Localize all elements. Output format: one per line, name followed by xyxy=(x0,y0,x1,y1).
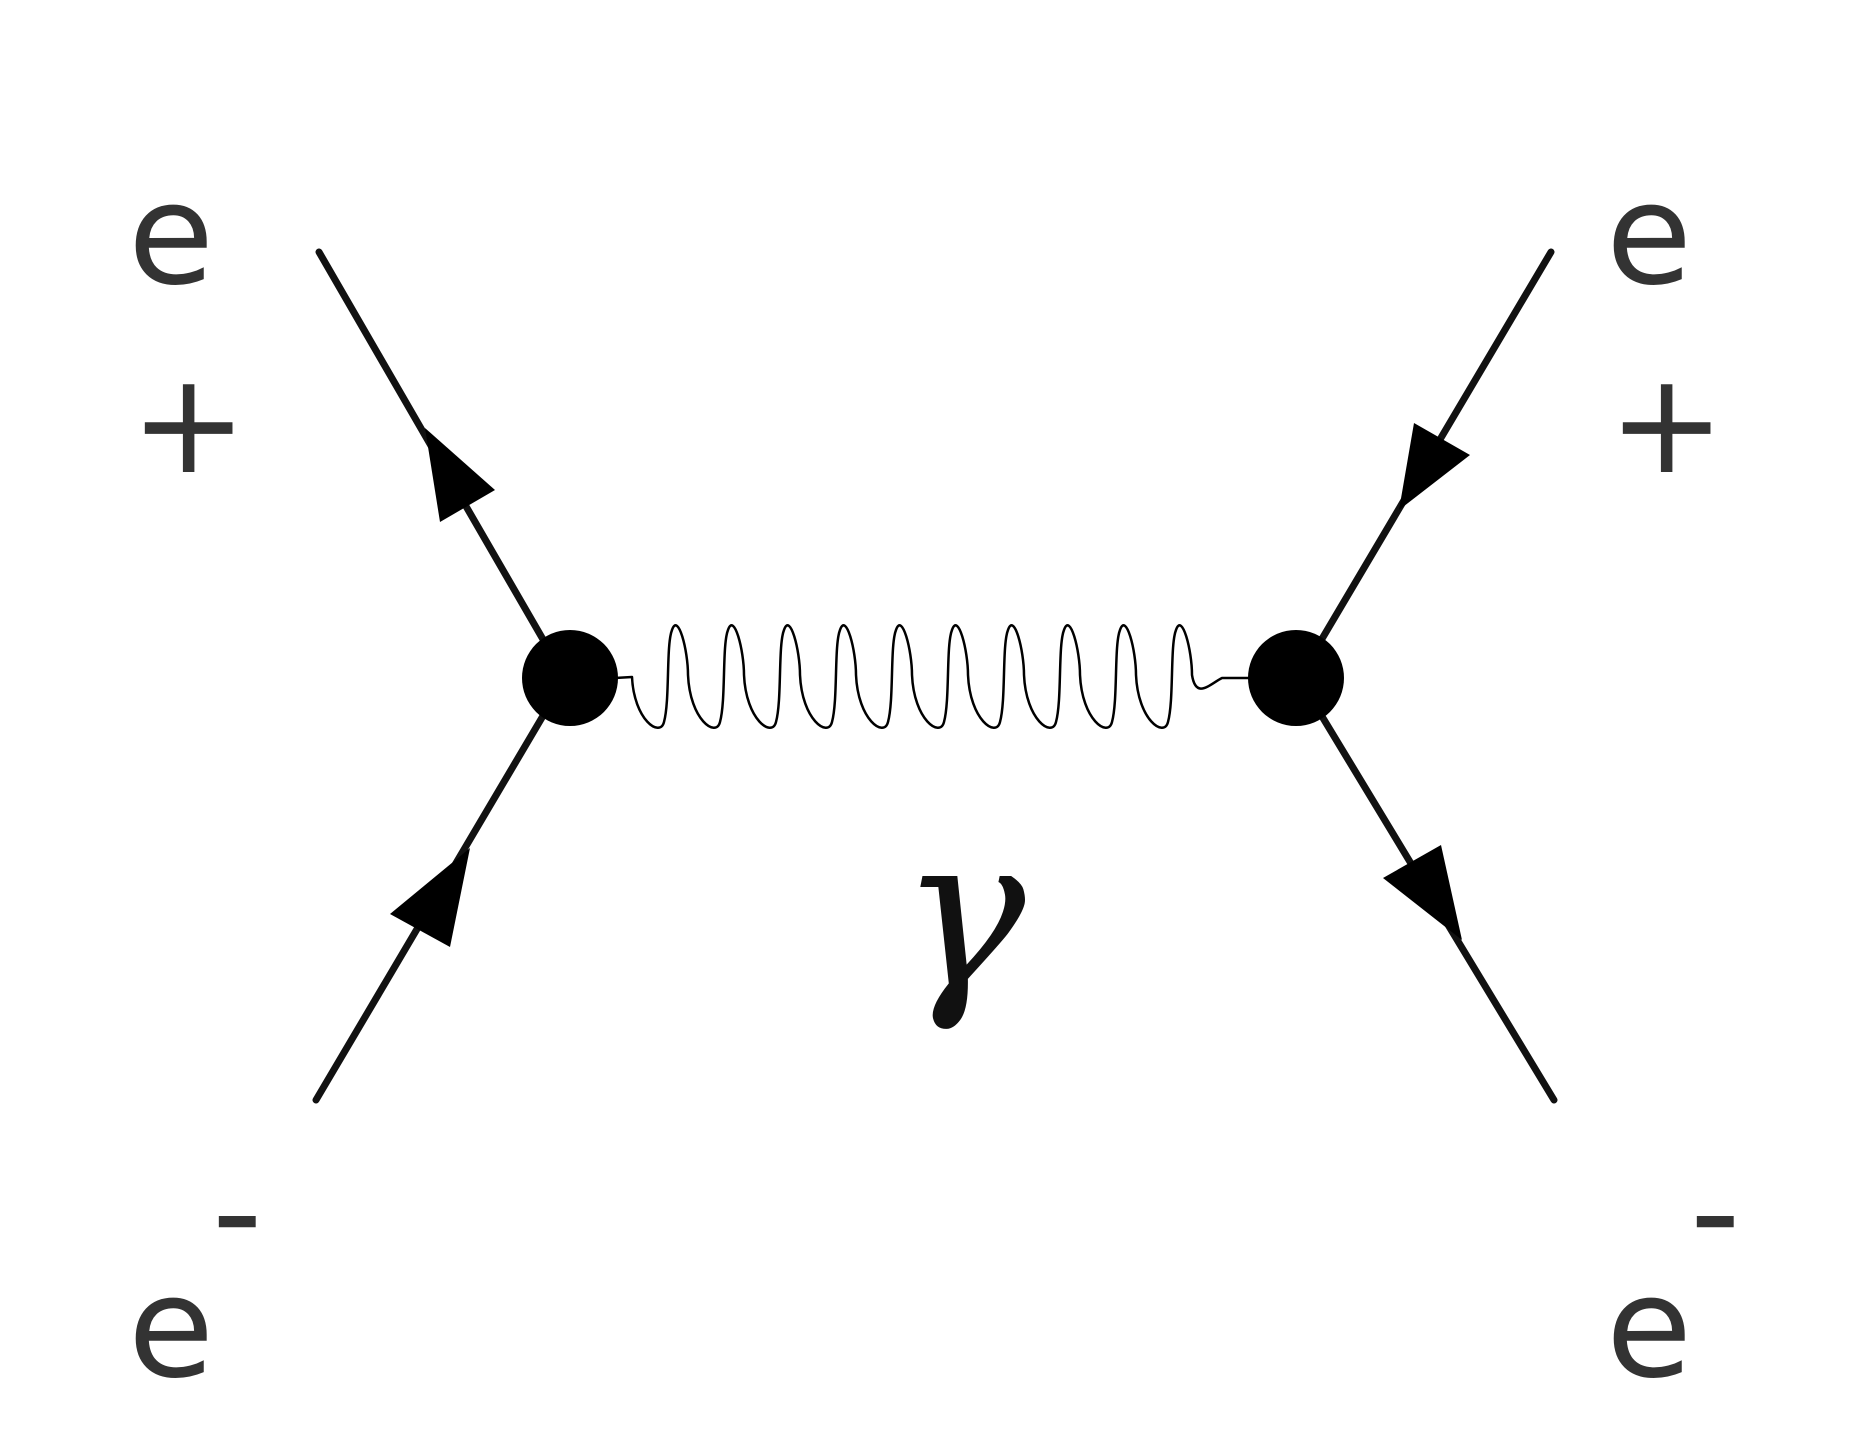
particle-label-bottom-right: e xyxy=(1606,1247,1692,1410)
arrow-down-icon xyxy=(1383,845,1462,940)
charge-label-top-left: + xyxy=(130,343,247,506)
arrow-down-icon xyxy=(1399,423,1470,510)
arrow-up-icon xyxy=(390,848,470,947)
charge-label-top-right: + xyxy=(1608,343,1725,506)
vertex-left xyxy=(522,630,618,726)
particle-label-top-left: e xyxy=(128,154,214,317)
particle-label-bottom-left: e xyxy=(128,1247,214,1410)
photon-symbol: γ xyxy=(900,790,1026,1035)
arrow-up-icon xyxy=(425,428,495,522)
particle-label-top-right: e xyxy=(1606,154,1692,317)
charge-label-bottom-right: - xyxy=(1690,1131,1741,1294)
photon-propagator xyxy=(613,624,1252,729)
charge-label-bottom-left: - xyxy=(212,1131,263,1294)
vertex-right xyxy=(1248,630,1344,726)
